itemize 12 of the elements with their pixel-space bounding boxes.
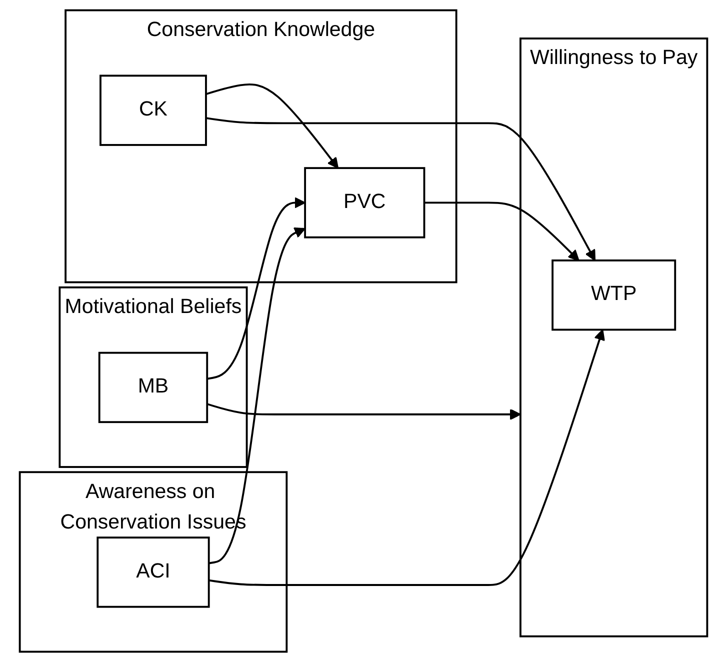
arrow [206,197,306,380]
arrow [208,227,306,564]
arrow [206,83,339,169]
node-box: ACI [96,536,210,608]
arrow [208,329,605,586]
arrow [206,403,521,420]
node-box: WTP [552,259,676,331]
node-box: PVC [304,167,426,238]
arrow [424,202,580,261]
arrow [206,117,596,261]
node-box: CK [100,74,207,146]
node-box: MB [98,352,208,424]
